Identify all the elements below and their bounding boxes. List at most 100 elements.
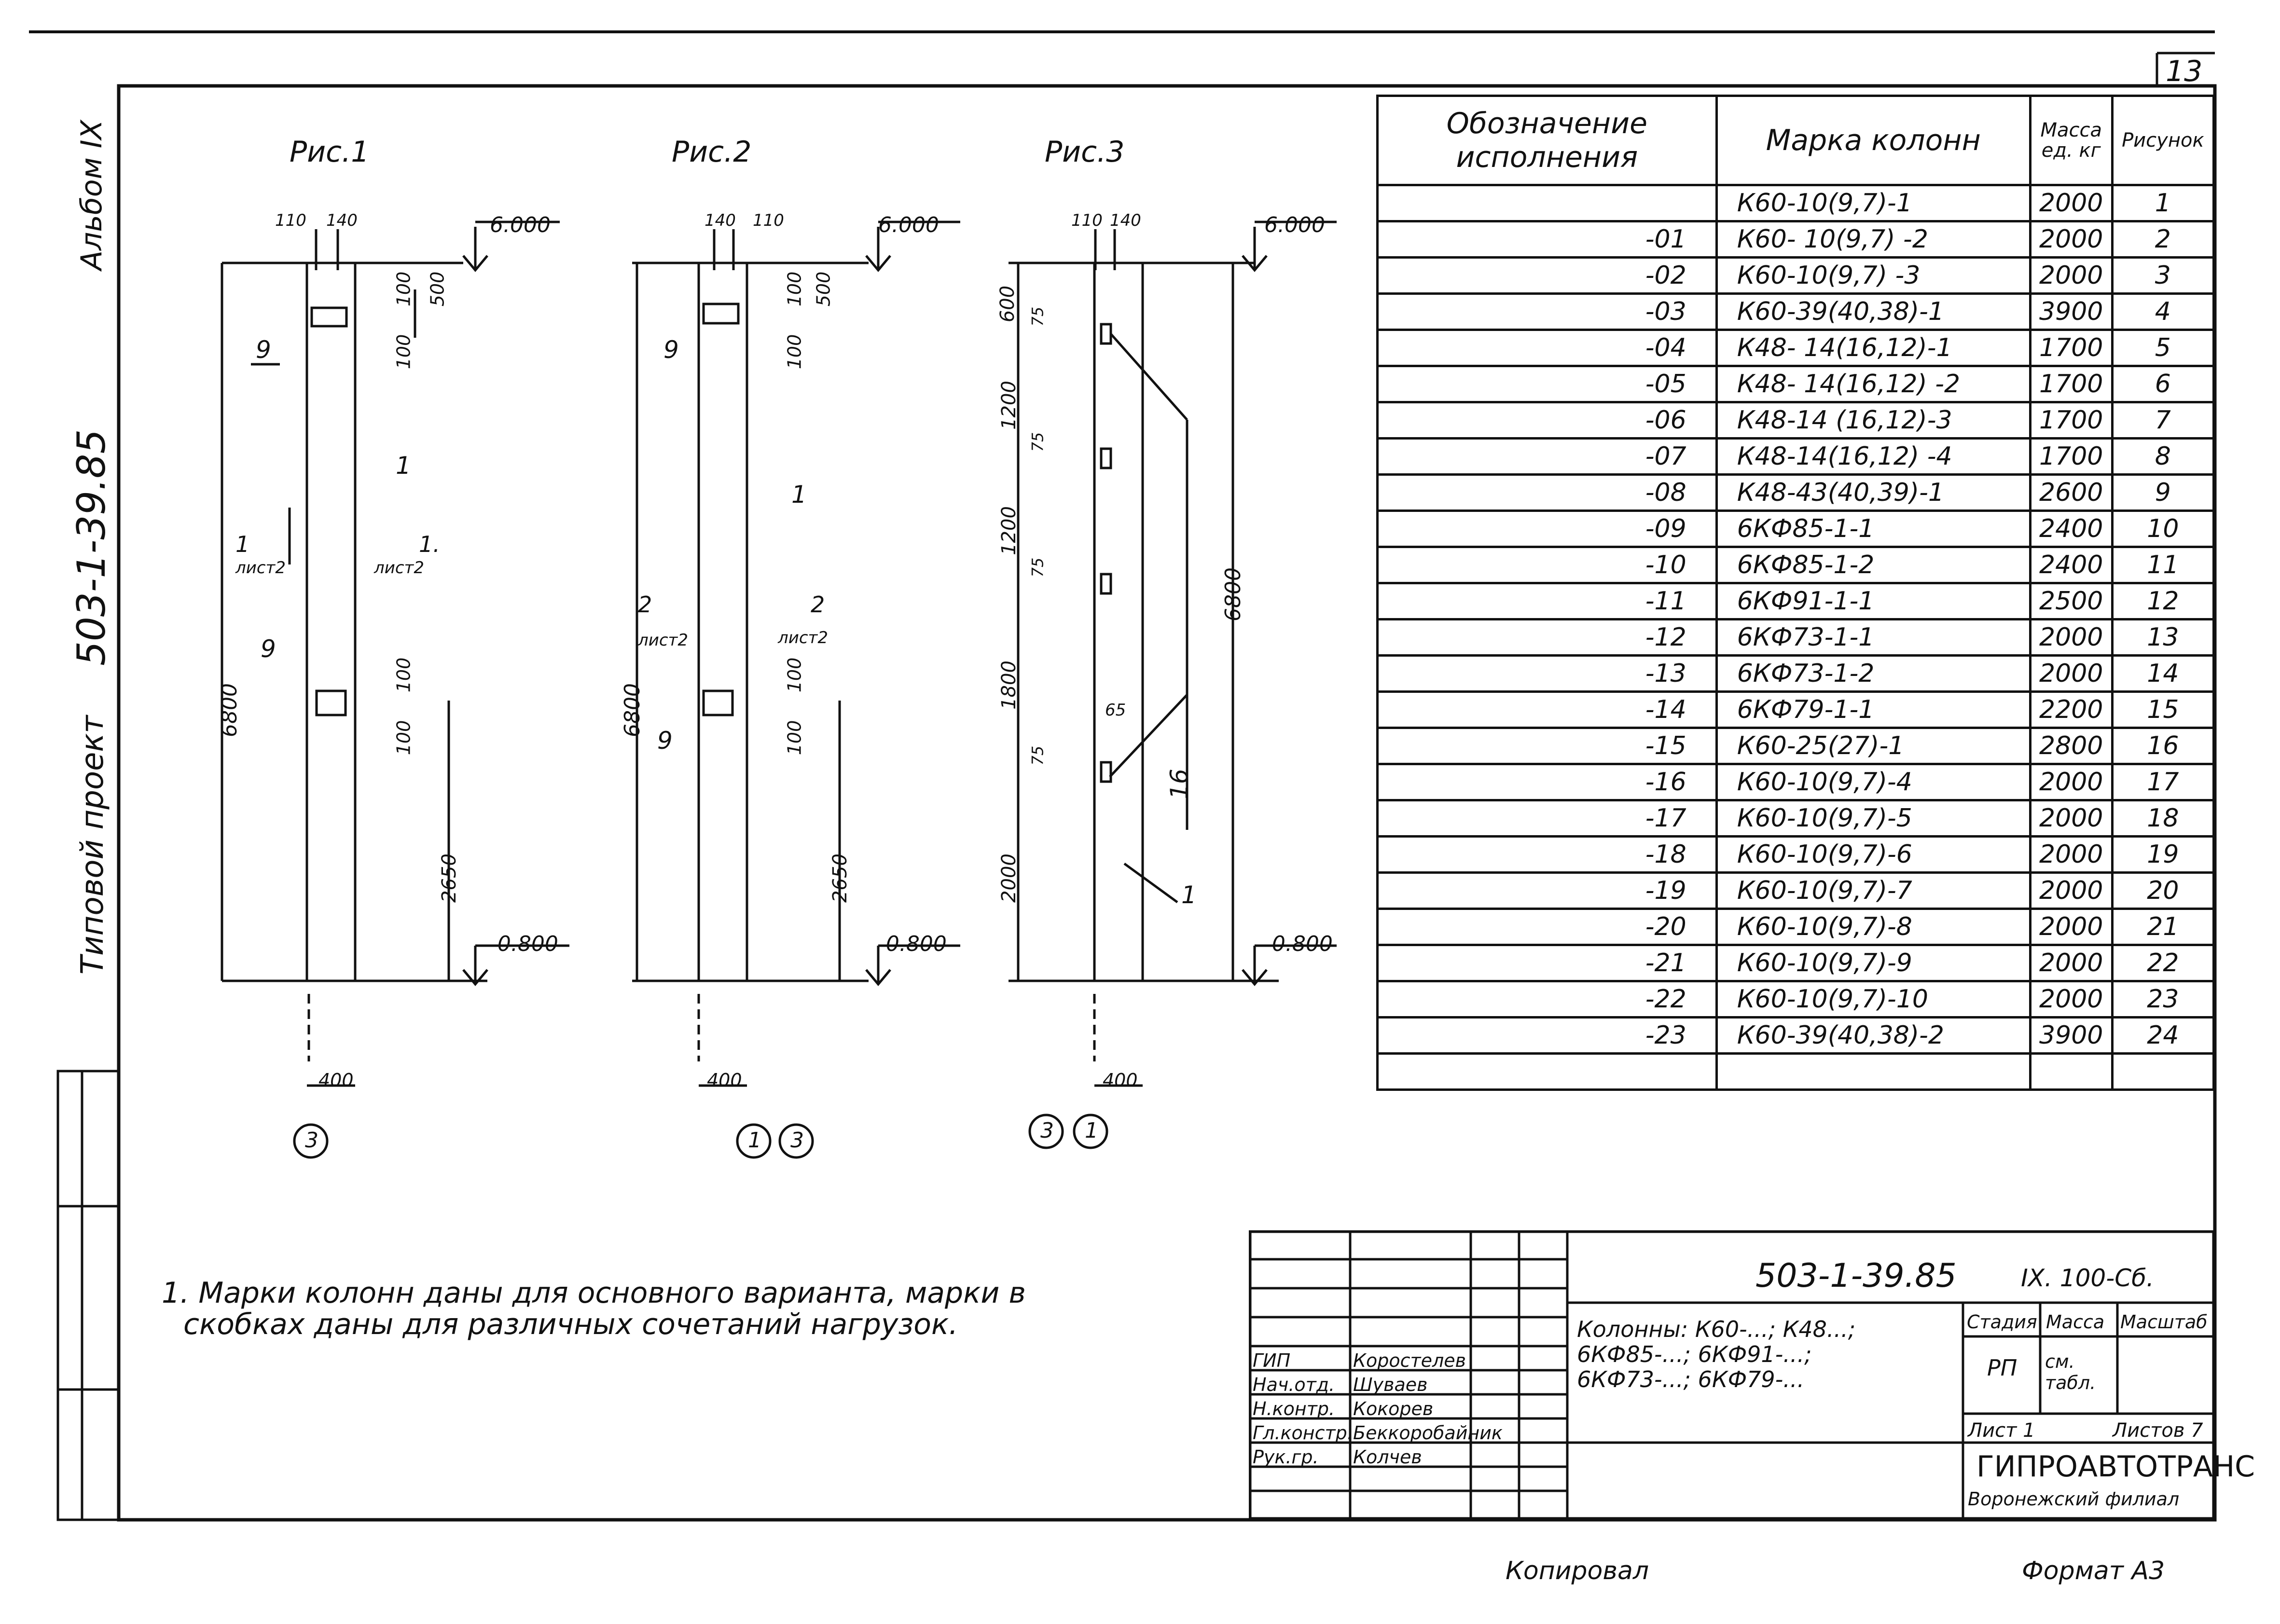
designation-cell: -17 <box>1376 799 1718 838</box>
fig3-dim-small-3: 75 <box>1028 557 1047 578</box>
mass-cell: 1700 <box>2029 401 2114 440</box>
fig3-callout-b: 1 <box>1181 881 1197 909</box>
mass-cell: 1700 <box>2029 329 2114 367</box>
designation-cell: -09 <box>1376 509 1718 548</box>
staff-name: Шуваев <box>1353 1374 1428 1395</box>
header-figure: Рисунок <box>2111 95 2215 186</box>
figure-cell: 13 <box>2111 618 2215 657</box>
mass-cell: 1700 <box>2029 365 2114 403</box>
fig2-dim-top-right: 110 <box>753 211 784 230</box>
column-mark-cell: К48-43(40,39)-1 <box>1715 473 2031 512</box>
tb-stage-label: Стадия <box>1967 1311 2037 1333</box>
staff-role: ГИП <box>1253 1350 1291 1371</box>
fig1-dim-width: 400 <box>318 1070 354 1091</box>
designation-cell: -16 <box>1376 763 1718 801</box>
figure-cell: 23 <box>2111 980 2215 1018</box>
column-mark-cell: К60-10(9,7)-7 <box>1715 871 2031 910</box>
column-mark-cell: К60-10(9,7)-1 <box>1715 184 2031 222</box>
tb-scale-label: Масштаб <box>2120 1311 2208 1333</box>
figure-cell: 7 <box>2111 401 2215 440</box>
designation-cell: -01 <box>1376 220 1718 259</box>
mass-cell: 2000 <box>2029 618 2114 657</box>
designation-cell: -13 <box>1376 654 1718 693</box>
fig1-dim-top-right: 140 <box>326 211 358 230</box>
fig2-dim-hole1b: 100 <box>784 334 805 370</box>
figure-cell: 3 <box>2111 256 2215 295</box>
designation-cell: -08 <box>1376 473 1718 512</box>
designation-cell: -03 <box>1376 292 1718 331</box>
table-row <box>1376 1052 2215 1091</box>
fig1-dim-lower: 2650 <box>438 853 460 903</box>
column-mark-cell: К60-39(40,38)-1 <box>1715 292 2031 331</box>
column-mark-cell: 6КФ79-1-1 <box>1715 690 2031 729</box>
column-mark-cell: 6КФ73-1-1 <box>1715 618 2031 657</box>
figure-cell: 2 <box>2111 220 2215 259</box>
mass-cell: 2200 <box>2029 690 2114 729</box>
staff-name: Кокорев <box>1353 1398 1434 1419</box>
designation-cell: -15 <box>1376 727 1718 765</box>
mass-cell: 2000 <box>2029 799 2114 838</box>
figure-cell: 1 <box>2111 184 2215 222</box>
fig2-dim-upper: 500 <box>813 271 834 307</box>
fig1-level-bottom: -0.800 <box>490 932 558 956</box>
designation-cell: -02 <box>1376 256 1718 295</box>
fig1-level-top: 6.000 <box>490 213 551 237</box>
figure-cell: 11 <box>2111 546 2215 584</box>
note-line-1: 1. Марки колонн даны для основного вариа… <box>162 1276 1026 1310</box>
project-code-vertical: 503-1-39.85 <box>69 429 114 666</box>
figure-cell: 15 <box>2111 690 2215 729</box>
fig3-dim-seg1: 600 <box>996 285 1019 323</box>
figure-1-title: Рис.1 <box>290 135 370 169</box>
fig3-dim-seg4: 1800 <box>997 661 1020 710</box>
fig2-section-right-sheet: лист2 <box>778 628 828 647</box>
figure-2-title: Рис.2 <box>672 135 752 169</box>
designation-cell: -12 <box>1376 618 1718 657</box>
fig1-dim-hole2: 100 <box>393 657 415 693</box>
fig2-axis-label-a: 1 <box>748 1128 761 1153</box>
copied-by: Копировал <box>1506 1556 1649 1585</box>
fig3-dim-side: 65 <box>1105 701 1126 720</box>
fig1-dim-top-left: 110 <box>275 211 306 230</box>
mass-cell: 2500 <box>2029 582 2114 620</box>
fig3-dim-seg5: 2000 <box>997 853 1020 903</box>
fig2-dim-hole1: 100 <box>784 271 805 307</box>
mass-cell: 2400 <box>2029 509 2114 548</box>
figure-cell: 19 <box>2111 835 2215 874</box>
fig2-axis-label-b: 3 <box>790 1128 804 1153</box>
column-mark-cell: К60-10(9,7) -3 <box>1715 256 2031 295</box>
header-designation: Обозначение исполнения <box>1376 95 1718 186</box>
fig2-dim-top-left: 140 <box>705 211 736 230</box>
note-line-2: скобках даны для различных сочетаний наг… <box>183 1307 958 1341</box>
figure-cell: 24 <box>2111 1016 2215 1055</box>
figure-3-title: Рис.3 <box>1045 135 1125 169</box>
designation-cell: -07 <box>1376 437 1718 476</box>
column-mark-cell: К60-10(9,7)-6 <box>1715 835 2031 874</box>
designation-cell: -14 <box>1376 690 1718 729</box>
mass-cell: 2000 <box>2029 184 2114 222</box>
figure-cell: 5 <box>2111 329 2215 367</box>
title-block-grid <box>1249 1230 2215 1520</box>
designation-cell: -23 <box>1376 1016 1718 1055</box>
tb-description-2: 6КФ85-...; 6КФ91-...; <box>1577 1341 1812 1367</box>
fig1-axis-label: 3 <box>305 1128 318 1153</box>
mass-cell: 2800 <box>2029 727 2114 765</box>
designation-cell: -10 <box>1376 546 1718 584</box>
fig3-dim-height: 6800 <box>1220 567 1245 621</box>
table-header-row: Обозначение исполнения Марка колонн Масс… <box>1376 95 2215 186</box>
figure-cell: 4 <box>2111 292 2215 331</box>
mass-cell <box>2029 1052 2114 1091</box>
fig2-section-left-num: 2 <box>638 592 652 618</box>
figure-cell: 10 <box>2111 509 2215 548</box>
figure-1-drawing <box>221 220 569 1159</box>
fig1-dim-hole2b: 100 <box>393 720 415 756</box>
designation-cell: -04 <box>1376 329 1718 367</box>
fig2-level-top: 6.000 <box>878 213 939 237</box>
